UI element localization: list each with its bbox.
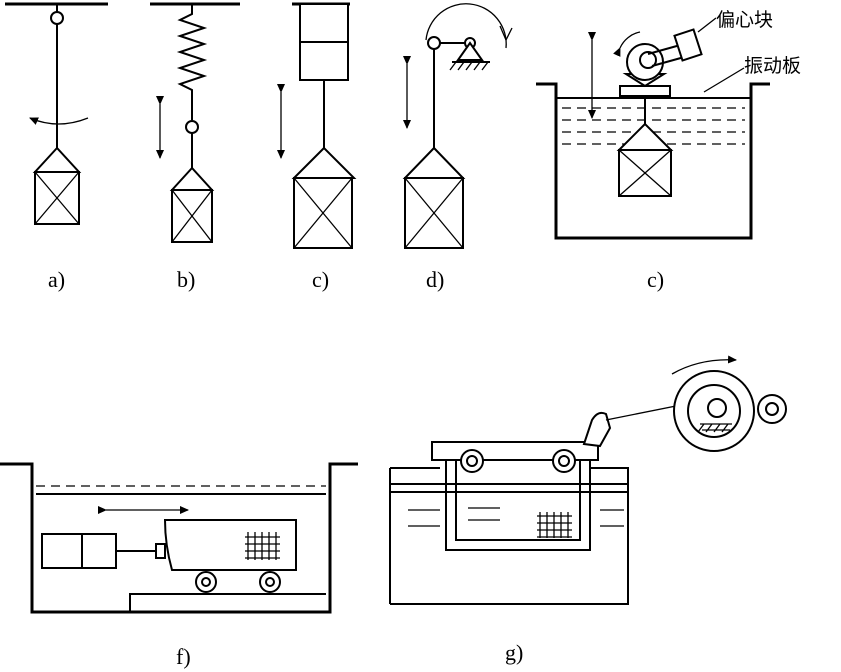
sling-triangle (616, 122, 674, 151)
eccentric-block (673, 28, 703, 62)
box-cross-line (404, 177, 464, 249)
panel-f-reciprocating-cart: f) (0, 462, 358, 669)
panel-b-spring-suspension: b) (150, 2, 240, 292)
ground-hatch (449, 61, 457, 71)
ground-hatch (473, 61, 481, 71)
wheel-hub (201, 577, 211, 587)
ground-hatch (457, 61, 465, 71)
box-cross-line (34, 171, 80, 225)
wheel-hub (265, 577, 275, 587)
panel-c-cylinder-actuator: c) (277, 2, 357, 292)
label-g: g) (505, 640, 523, 665)
sling-triangle (169, 166, 215, 191)
winch-axle (707, 398, 727, 418)
sling-triangle (32, 146, 82, 173)
mesh-grid (245, 532, 280, 560)
box-cross-line (293, 177, 353, 249)
hanging-basket-inner (455, 460, 581, 541)
crank-rotation-circle (425, 3, 507, 49)
panel-a-rotary-suspension: a) (5, 2, 108, 292)
ground-hatch (465, 61, 473, 71)
rotation-arrow-icon (671, 355, 737, 375)
label-e: c) (647, 267, 664, 292)
ground-hatch (481, 61, 489, 71)
wheel-hub (558, 455, 570, 467)
label-c1: c) (312, 267, 329, 292)
tank-wall (0, 462, 358, 614)
tank-wall (536, 82, 770, 240)
label-d: d) (426, 267, 444, 292)
tow-hook (582, 411, 612, 448)
idler-hub (765, 402, 779, 416)
eccentric-shaft (639, 51, 657, 69)
hanging-basket-outer (445, 460, 591, 551)
leader-vibration-plate (703, 67, 745, 93)
panel-e-eccentric-vibrator-tank: 偏心块 振动板 c) (536, 9, 801, 292)
rotation-arrow-icon (613, 31, 641, 57)
sling-triangle (402, 146, 466, 179)
eccentric-block-label: 偏心块 (716, 9, 773, 31)
wheel-hub (466, 455, 478, 467)
box-cross-line (618, 149, 672, 197)
spring (176, 4, 208, 120)
label-b: b) (177, 267, 195, 292)
vibration-plate (619, 85, 671, 97)
crank-pin (427, 36, 441, 50)
panel-d-crank-drive: d) (402, 3, 513, 292)
drive-cylinder (41, 533, 117, 569)
box-cross-line (171, 189, 213, 243)
rail-platform (129, 593, 326, 612)
winch-mount-hatch (697, 423, 732, 433)
rotation-arrow-icon (29, 117, 89, 125)
leader-eccentric-block (697, 17, 717, 33)
hinge-joint (185, 120, 199, 134)
vibration-plate-label: 振动板 (744, 55, 801, 77)
mesh-grid (537, 512, 572, 538)
label-f: f) (176, 644, 191, 669)
panel-g-winch-carriage: g) (389, 355, 787, 665)
pivot-support-triangle (456, 41, 484, 61)
label-a: a) (48, 267, 65, 292)
rod-coupling (155, 543, 166, 559)
tank-outline (390, 467, 629, 605)
sling-triangle (291, 146, 357, 179)
hinge-joint (50, 11, 64, 25)
rotation-arrow-icon (499, 25, 513, 42)
